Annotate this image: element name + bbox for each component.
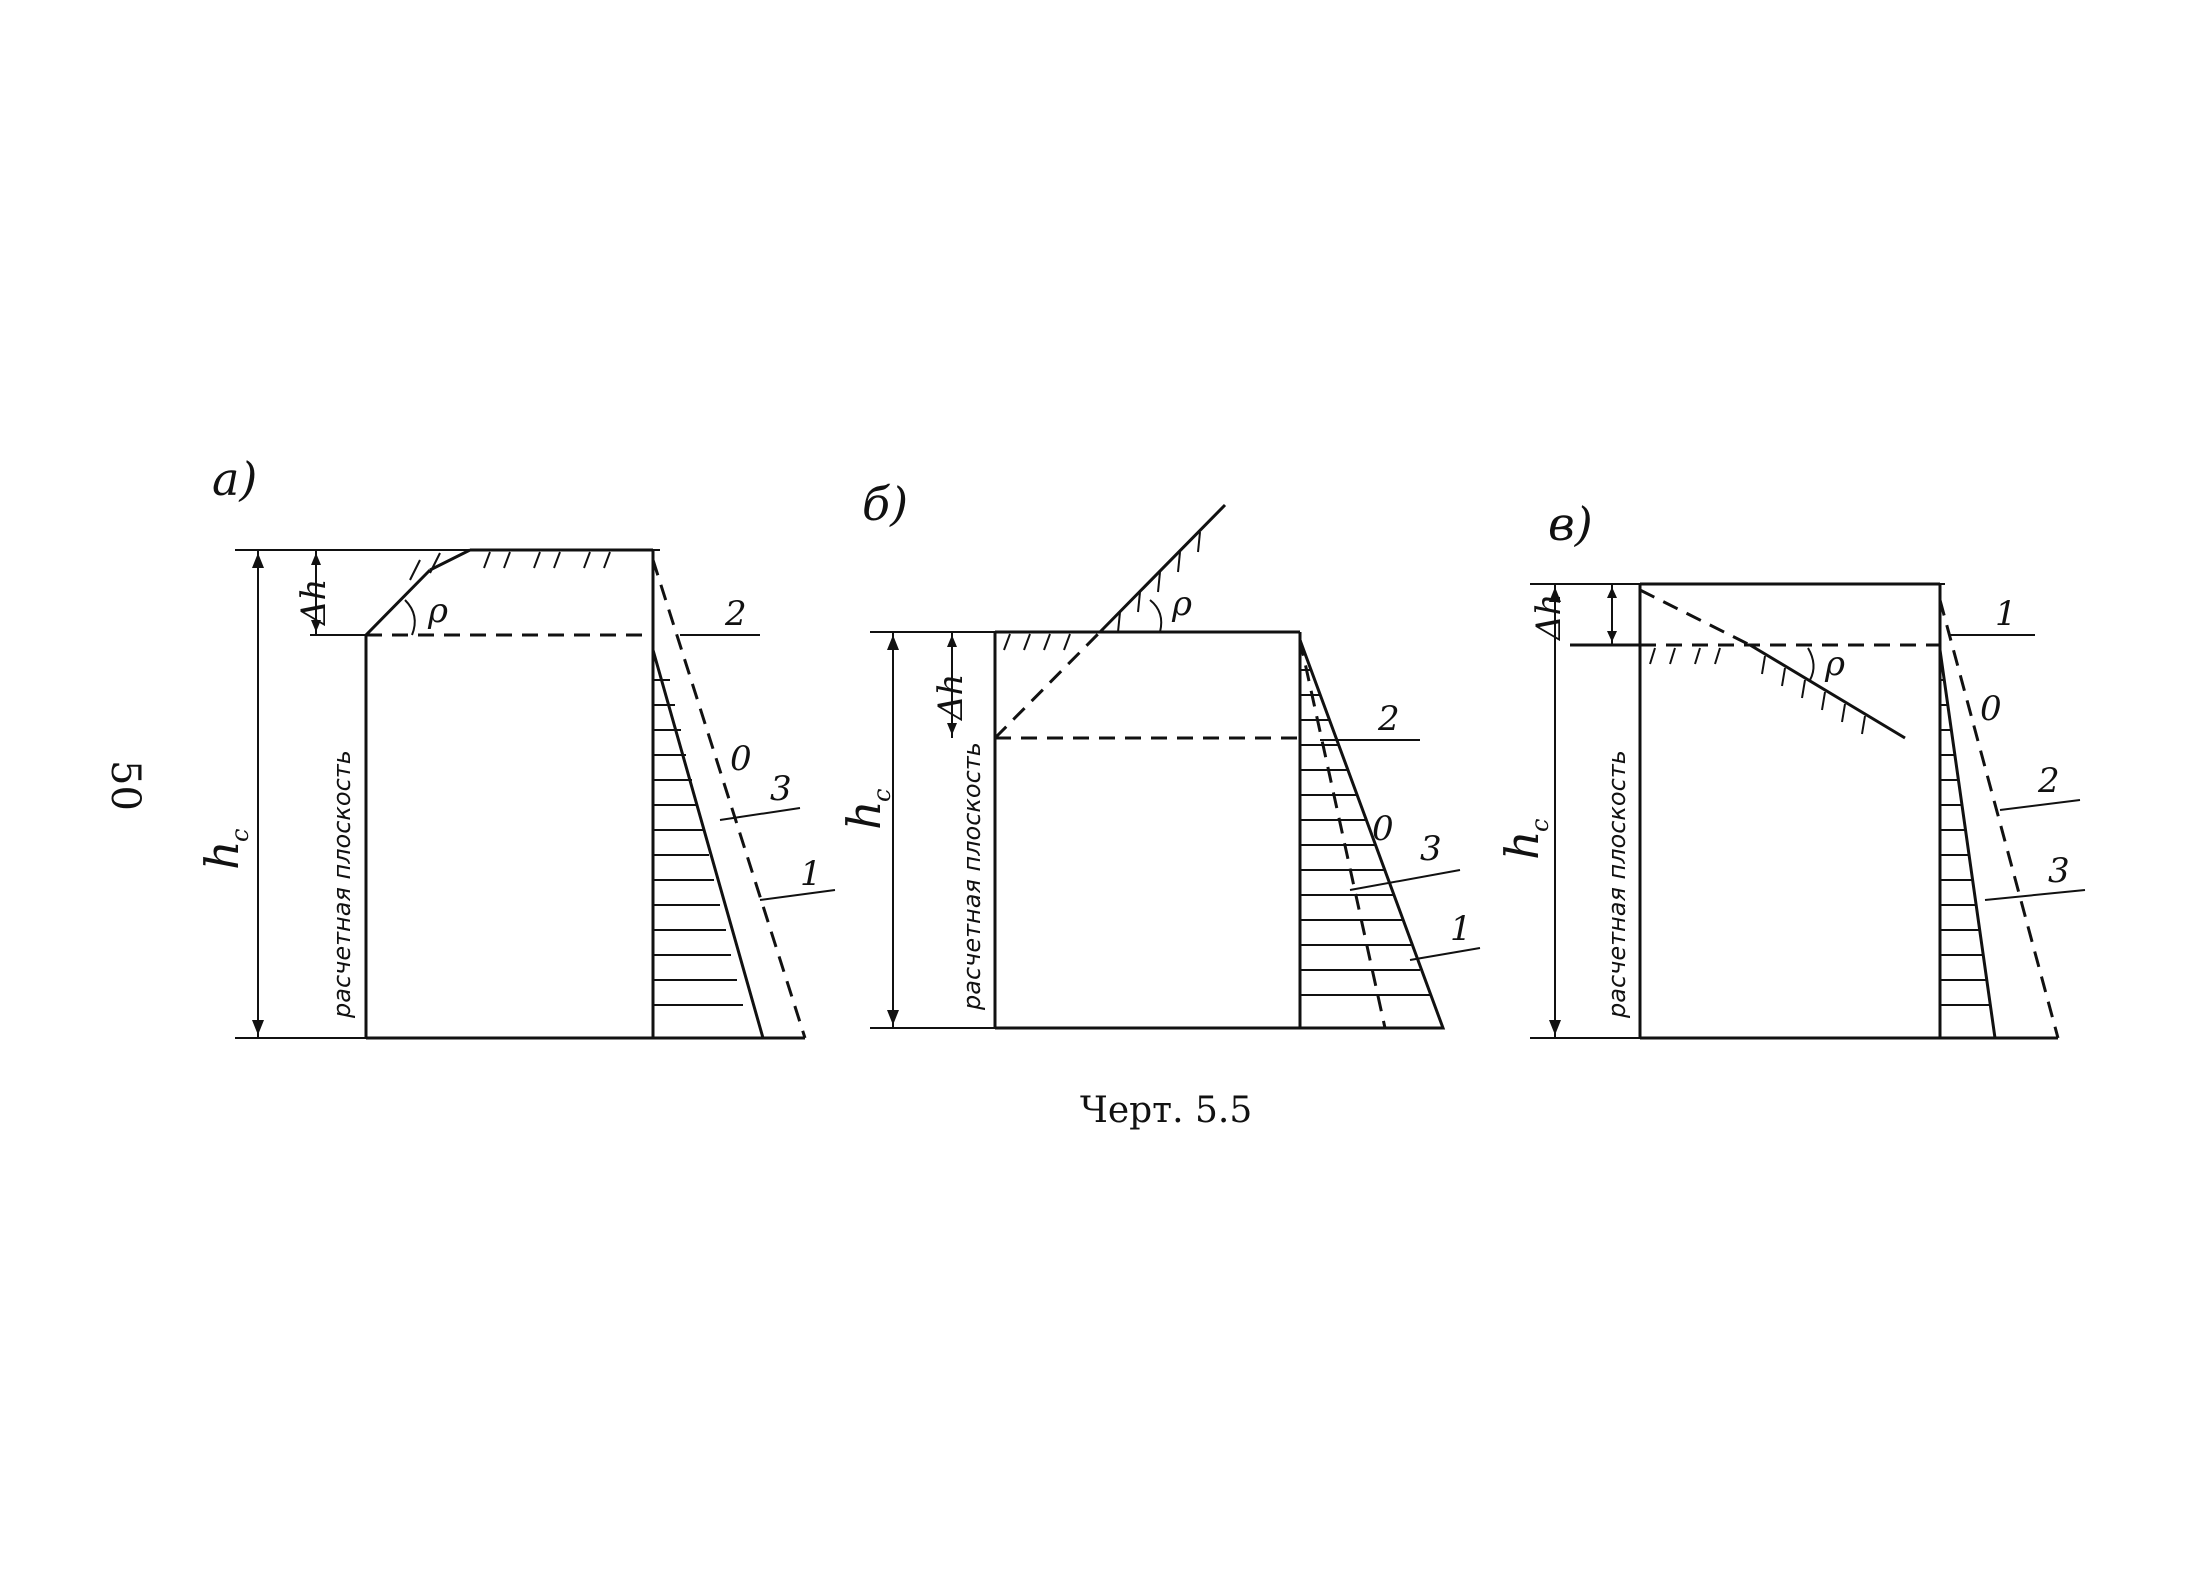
angle-label-a: ρ [427,591,448,631]
figure-caption: Черт. 5.5 [1080,1090,1252,1131]
hc-label-a: h c [195,829,254,870]
panel-a-label: а) [212,452,257,506]
delta-h-label-a: Δh [294,579,334,627]
svg-text:h: h [195,840,249,870]
line-label-b-0: 0 [1372,809,1394,849]
angle-label-b: ρ [1171,584,1192,624]
svg-text:c: c [226,829,254,842]
plane-label-v: расчетная плоскость [1603,750,1631,1019]
line-label-a-0: 0 [730,739,752,779]
plane-label-b: расчетная плоскость [958,742,986,1011]
line-label-a-1: 1 [800,854,822,894]
line-label-v-1: 1 [1995,594,2017,634]
hc-label-v: h c [1495,819,1554,860]
panel-a: а) Δh h c расчетная плоскость [195,452,836,1040]
line-label-v-2: 2 [2037,761,2060,801]
line-label-v-3: 3 [2048,851,2070,891]
angle-label-v: ρ [1824,644,1845,684]
line-label-a-3: 3 [770,769,792,809]
svg-text:c: c [868,789,896,802]
line-label-a-2: 2 [724,594,747,634]
line-label-b-1: 1 [1450,909,1472,949]
delta-h-label-b: Δh [931,674,971,722]
line-label-b-3: 3 [1420,829,1442,869]
panel-v-label: в) [1548,497,1593,551]
line-label-b-2: 2 [1377,699,1400,739]
svg-text:h: h [1495,830,1549,860]
panel-b: б) Δh h c расчетная плоскость [837,477,1481,1030]
page-number: 50 [102,760,148,811]
panel-b-label: б) [862,477,908,531]
panel-v: в) Δh h c расчетная плоскость [1495,497,2086,1040]
svg-text:h: h [837,800,891,830]
plane-label-a: расчетная плоскость [328,750,356,1019]
delta-h-label-v: Δh [1529,594,1569,642]
hc-label-b: h c [837,789,896,830]
line-label-v-0: 0 [1980,689,2002,729]
svg-text:c: c [1526,819,1554,832]
